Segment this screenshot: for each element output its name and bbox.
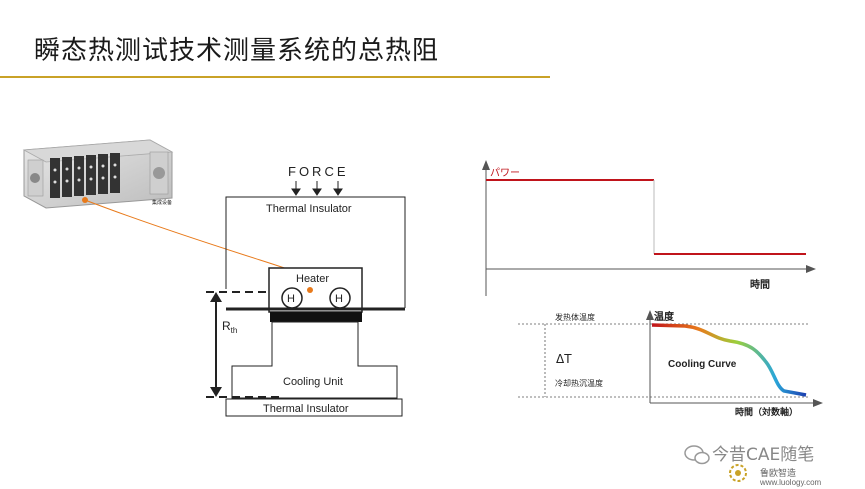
title-underline — [0, 76, 550, 78]
heater-label: Heater — [296, 273, 329, 285]
thermal-insulator-bottom-block — [225, 398, 403, 417]
cooling-y-axis-arrow — [646, 310, 654, 320]
rth-label: Rth — [222, 319, 237, 335]
upper-temp-label: 发热体温度 — [555, 312, 595, 322]
thermal-schematic: FORCE Thermal Insulator Heater H H Cooli… — [206, 164, 406, 417]
power-series-label: パワー — [490, 167, 520, 179]
watermark-sub-url: www.luology.com — [760, 478, 822, 487]
cooling-chart: 发热体温度 冷却热沉温度 ΔT 温度 時間（対数軸） Cooling Curve — [518, 310, 823, 418]
device-label: 集成设备 — [152, 199, 172, 206]
watermark-text: 今昔CAE随笔 — [712, 445, 815, 465]
thermal-insulator-top-label: Thermal Insulator — [266, 203, 352, 215]
lower-temp-label: 冷却热沉温度 — [555, 378, 603, 388]
heater-element-right-glyph: H — [335, 293, 343, 305]
power-x-axis-arrow — [806, 265, 816, 273]
interface-plate — [270, 312, 362, 322]
power-chart: パワー 時間 — [482, 160, 816, 296]
cooling-curve-label: Cooling Curve — [668, 359, 737, 370]
luology-logo-icon — [729, 464, 747, 482]
sensor-dot — [307, 287, 313, 293]
cooling-curve — [651, 323, 807, 397]
cooling-unit-block — [231, 321, 398, 399]
power-y-axis-arrow — [482, 160, 490, 170]
thermal-insulator-top-block — [225, 196, 406, 308]
test-equipment-image: 集成设备 — [22, 139, 174, 209]
page-title: 瞬态热测试技术测量系统的总热阻 — [34, 36, 440, 66]
power-x-label: 時間 — [750, 278, 770, 291]
watermark — [684, 445, 747, 482]
force-label: FORCE — [288, 164, 349, 179]
cooling-x-label: 時間（対数軸） — [735, 406, 798, 418]
heater-element-left-glyph: H — [287, 293, 295, 305]
cooling-unit-label: Cooling Unit — [283, 376, 343, 388]
cooling-y-label: 温度 — [654, 310, 675, 323]
watermark-sub-name: 鲁欧智造 — [760, 469, 797, 479]
force-arrows — [291, 181, 343, 196]
rth-arrow — [210, 292, 222, 397]
wechat-icon — [684, 445, 710, 465]
thermal-insulator-bottom-label: Thermal Insulator — [263, 403, 349, 415]
delta-t-label: ΔT — [556, 352, 572, 366]
cooling-x-axis-arrow — [813, 399, 823, 407]
